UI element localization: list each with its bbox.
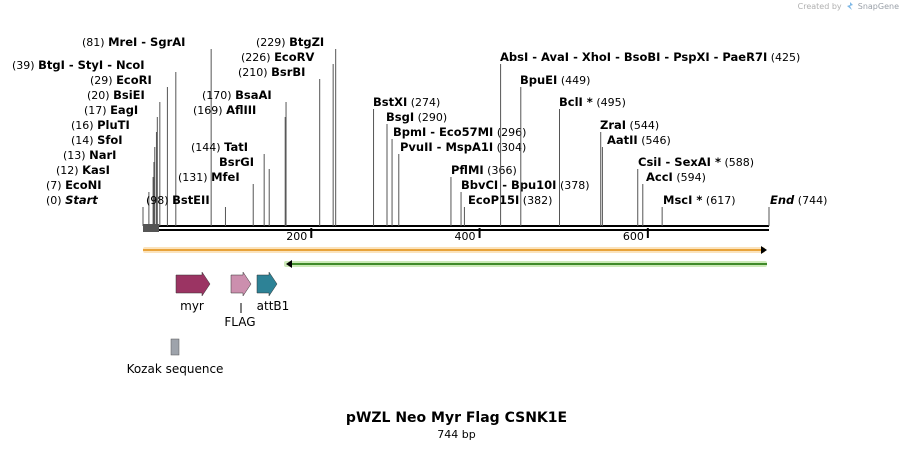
site-label: (39) BtgI - StyI - NcoI (12, 58, 145, 72)
site-label: (17) EagI (84, 103, 138, 117)
site-label: BpuEI (449) (520, 73, 590, 87)
feature-flag-arrow (230, 271, 252, 297)
feature-kozak-label: Kozak sequence (127, 362, 224, 376)
axis-tick-label: 600 (623, 230, 644, 243)
site-label: CsiI - SexAI * (588) (638, 155, 754, 169)
site-label: BstXI (274) (373, 95, 440, 109)
site-label: ZraI (544) (600, 118, 659, 132)
orf-reverse-arrowhead (286, 260, 292, 268)
site-label: MscI * (617) (663, 193, 735, 207)
site-label: PflMI (366) (451, 163, 517, 177)
site-label: (169) AflIII (193, 103, 256, 117)
site-label: AccI (594) (646, 170, 706, 184)
site-label: (81) MreI - SgrAI (82, 35, 185, 49)
start-block (143, 224, 159, 232)
snapgene-logo-icon (847, 2, 854, 10)
site-label: (210) BsrBI (238, 65, 305, 79)
site-label: AatII (546) (607, 133, 671, 147)
site-label: End (744) (770, 193, 827, 207)
feature-kozak-box (170, 338, 180, 356)
site-label: BpmI - Eco57MI (296) (393, 125, 526, 139)
snapgene-credit: Created by SnapGene (798, 2, 899, 11)
credit-prefix: Created by (797, 2, 842, 11)
feature-myr-label: myr (180, 299, 204, 313)
site-label: (229) BtgZI (256, 35, 324, 49)
site-label: (226) EcoRV (241, 50, 315, 64)
site-label: BsgI (290) (386, 110, 447, 124)
site-label: (16) PluTI (71, 118, 130, 132)
site-label: EcoP15I (382) (468, 193, 552, 207)
site-label: (7) EcoNI (46, 178, 102, 192)
site-label: (20) BsiEI (87, 88, 145, 102)
site-label: BbvCI - Bpu10I (378) (461, 178, 590, 192)
feature-myr-arrow (175, 271, 211, 297)
map-length: 744 bp (437, 428, 476, 441)
credit-brand: SnapGene (857, 2, 899, 11)
site-label: PvuII - MspA1I (304) (400, 140, 526, 154)
site-label: (0) Start (46, 193, 98, 207)
site-label: (14) SfoI (71, 133, 123, 147)
feature-attb1-arrow (256, 271, 278, 297)
site-label: (98) BstEII (146, 193, 210, 207)
site-label: (144) TatI (191, 140, 248, 154)
site-label: (29) EcoRI (90, 73, 152, 87)
map-title: pWZL Neo Myr Flag CSNK1E (345, 410, 568, 426)
site-label: (13) NarI (63, 148, 116, 162)
axis-tick-label: 400 (455, 230, 476, 243)
feature-flag-label: FLAG (224, 315, 255, 329)
site-label: (131) MfeI (178, 170, 240, 184)
axis-tick-label: 200 (286, 230, 307, 243)
feature-attb1-label: attB1 (257, 299, 290, 313)
site-label: (170) BsaAI (202, 88, 272, 102)
site-label: BsrGI (219, 155, 254, 169)
sequence-map: 200 400 600 (0) Start(7) EcoNI(12) KasI(13)… (12, 35, 827, 376)
site-label: BclI * (495) (559, 95, 626, 109)
site-label: (12) KasI (56, 163, 110, 177)
orf-forward-arrowhead (761, 246, 767, 254)
site-label: AbsI - AvaI - XhoI - BsoBI - PspXI - Pae… (500, 50, 800, 64)
